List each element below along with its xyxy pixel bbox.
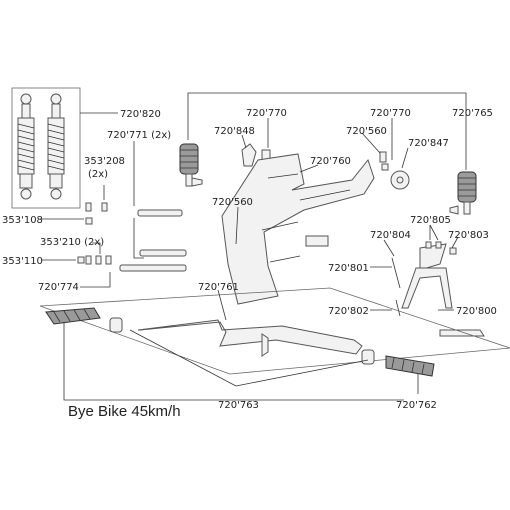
center-stand xyxy=(391,241,485,337)
fastener-group-left xyxy=(77,202,112,265)
footpeg-left-lower xyxy=(45,307,101,325)
label-353108: 353'108 xyxy=(2,215,43,226)
label-353110: 353'110 xyxy=(2,256,43,267)
footpeg-right-lower xyxy=(385,355,435,377)
shock-absorber-pair xyxy=(11,87,81,209)
brackets-top xyxy=(231,143,410,255)
main-frame xyxy=(221,153,375,305)
label-720560-b: 720'560 xyxy=(346,126,387,137)
label-720771: 720'771 (2x) xyxy=(107,130,171,141)
footrest-left-top xyxy=(179,143,203,187)
label-720763: 720'763 xyxy=(218,400,259,411)
axle-rods xyxy=(119,209,187,272)
label-720760: 720'760 xyxy=(310,156,351,167)
label-720765: 720'765 xyxy=(452,108,493,119)
label-720803: 720'803 xyxy=(448,230,489,241)
label-720560-a: 720'560 xyxy=(212,197,253,208)
leader-lines xyxy=(40,92,467,401)
label-720770-a: 720'770 xyxy=(246,108,287,119)
label-720801: 720'801 xyxy=(328,263,369,274)
label-720802: 720'802 xyxy=(328,306,369,317)
label-720800: 720'800 xyxy=(456,306,497,317)
label-720848: 720'848 xyxy=(214,126,255,137)
label-720847: 720'847 xyxy=(408,138,449,149)
label-720761: 720'761 xyxy=(198,282,239,293)
label-353208-qty: (2x) xyxy=(88,169,108,180)
part-labels: 720'820 720'771 (2x) 353'208 (2x) 353'10… xyxy=(2,108,497,411)
diagram-title: Bye Bike 45km/h xyxy=(68,403,181,420)
label-720805: 720'805 xyxy=(410,215,451,226)
label-720762: 720'762 xyxy=(396,400,437,411)
label-720820: 720'820 xyxy=(120,109,161,120)
label-353210: 353'210 (2x) xyxy=(40,237,104,248)
label-353208: 353'208 xyxy=(84,156,125,167)
label-720804: 720'804 xyxy=(370,230,411,241)
footrest-right-top xyxy=(449,171,477,215)
label-720770-b: 720'770 xyxy=(370,108,411,119)
label-720774: 720'774 xyxy=(38,282,79,293)
